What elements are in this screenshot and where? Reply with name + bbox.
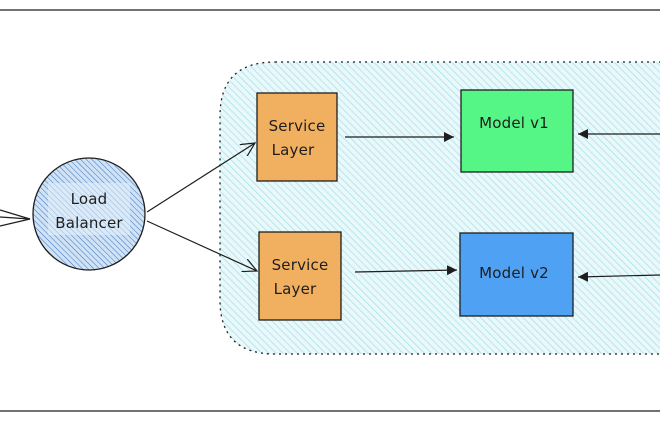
- service-bottom-to-model-v2-arrow: [354, 265, 458, 276]
- load-balancer-label-line2: Balancer: [55, 214, 123, 232]
- service-layer-bottom-label-line2: Layer: [274, 280, 317, 298]
- incoming-arrow: [0, 209, 31, 227]
- service-layer-top-label-line1: Service: [269, 117, 326, 135]
- model-v1-node[interactable]: Model v1: [460, 89, 574, 173]
- lb-to-service-bottom-arrow: [146, 220, 257, 271]
- model-v1-label: Model v1: [479, 114, 549, 132]
- model-v2-node[interactable]: Model v2: [459, 232, 574, 317]
- service-layer-bottom-label-line1: Service: [272, 256, 329, 274]
- load-balancer-label-line1: Load: [71, 190, 108, 208]
- service-layer-bottom-node[interactable]: Service Layer: [258, 231, 342, 321]
- service-layer-top-label-line2: Layer: [272, 141, 315, 159]
- lb-to-service-top-arrow: [146, 143, 255, 213]
- service-layer-top-node[interactable]: Service Layer: [256, 92, 338, 182]
- load-balancer-node[interactable]: Load Balancer: [32, 157, 146, 271]
- right-to-model-v2-arrow: [577, 271, 660, 282]
- model-v2-label: Model v2: [479, 264, 549, 282]
